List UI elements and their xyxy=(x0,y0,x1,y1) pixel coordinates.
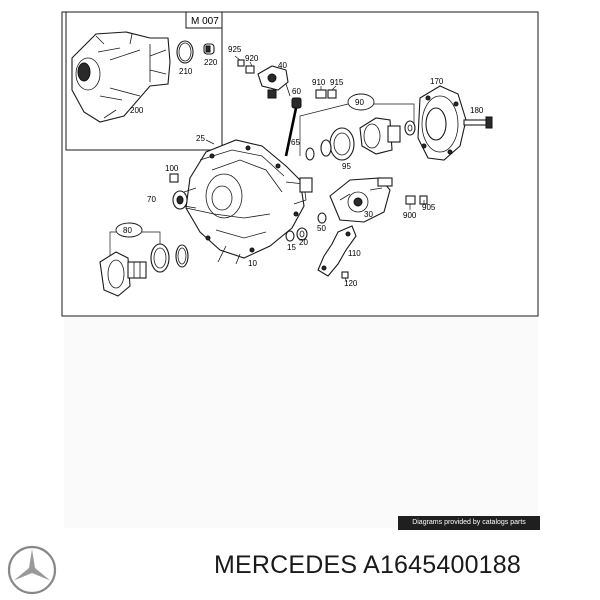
brand-part-number: MERCEDES A1645400188 xyxy=(214,551,521,580)
callout-30: 30 xyxy=(364,210,373,219)
diagram-frame xyxy=(61,11,539,317)
callout-20: 20 xyxy=(299,238,308,247)
callout-60: 60 xyxy=(292,87,301,96)
sensor-group-40 xyxy=(234,55,291,99)
callout-925: 925 xyxy=(228,45,242,54)
group-label-90: 90 xyxy=(355,98,364,107)
callout-25: 25 xyxy=(196,134,205,143)
bolt-120 xyxy=(341,271,349,283)
callout-910: 910 xyxy=(312,78,326,87)
callout-110: 110 xyxy=(348,249,361,258)
bolt-180 xyxy=(463,116,493,129)
actuator-motor-30 xyxy=(329,177,393,223)
brand-name: MERCEDES xyxy=(214,551,358,579)
flange-cover-170 xyxy=(417,85,467,161)
callout-65: 65 xyxy=(291,138,300,147)
group-90: 90 xyxy=(299,93,416,161)
callout-200: 200 xyxy=(130,106,144,115)
fittings-900-905 xyxy=(405,195,428,210)
seal-70 xyxy=(172,190,188,210)
callout-120: 120 xyxy=(344,279,358,288)
callout-210: 210 xyxy=(179,67,193,76)
background-panel xyxy=(64,316,538,528)
callout-180: 180 xyxy=(470,106,484,115)
bushing-220 xyxy=(203,43,215,55)
frame-code-label: M 007 xyxy=(191,16,219,27)
callout-100: 100 xyxy=(165,164,179,173)
part-50 xyxy=(317,212,327,224)
callout-15: 15 xyxy=(287,243,296,252)
bracket-110 xyxy=(317,225,357,277)
inset-m007: M 007 200 210 220 xyxy=(65,11,223,151)
callout-95: 95 xyxy=(342,162,351,171)
sensor-60 xyxy=(284,97,302,157)
callout-10: 10 xyxy=(248,259,257,268)
callout-50: 50 xyxy=(317,224,326,233)
group-label-80: 80 xyxy=(123,226,132,235)
mercedes-star-icon xyxy=(7,545,57,595)
fittings-910-915 xyxy=(315,85,337,99)
transfer-case-10 xyxy=(183,139,313,265)
plug-100 xyxy=(169,173,179,183)
housing-cover-200 xyxy=(71,31,171,123)
callout-70: 70 xyxy=(147,195,156,204)
callout-905: 905 xyxy=(422,203,436,212)
snap-ring-210 xyxy=(176,40,194,64)
callout-900: 900 xyxy=(403,211,417,220)
callout-220: 220 xyxy=(204,58,218,67)
diagram-credit: Diagrams provided by catalogs parts xyxy=(398,516,540,530)
callout-915: 915 xyxy=(330,78,344,87)
group-80: 80 xyxy=(99,222,189,297)
part-number: A1645400188 xyxy=(363,551,521,579)
callout-920: 920 xyxy=(245,54,259,63)
small-parts-15-20 xyxy=(285,227,308,242)
callout-40: 40 xyxy=(278,61,287,70)
callout-170: 170 xyxy=(430,77,444,86)
